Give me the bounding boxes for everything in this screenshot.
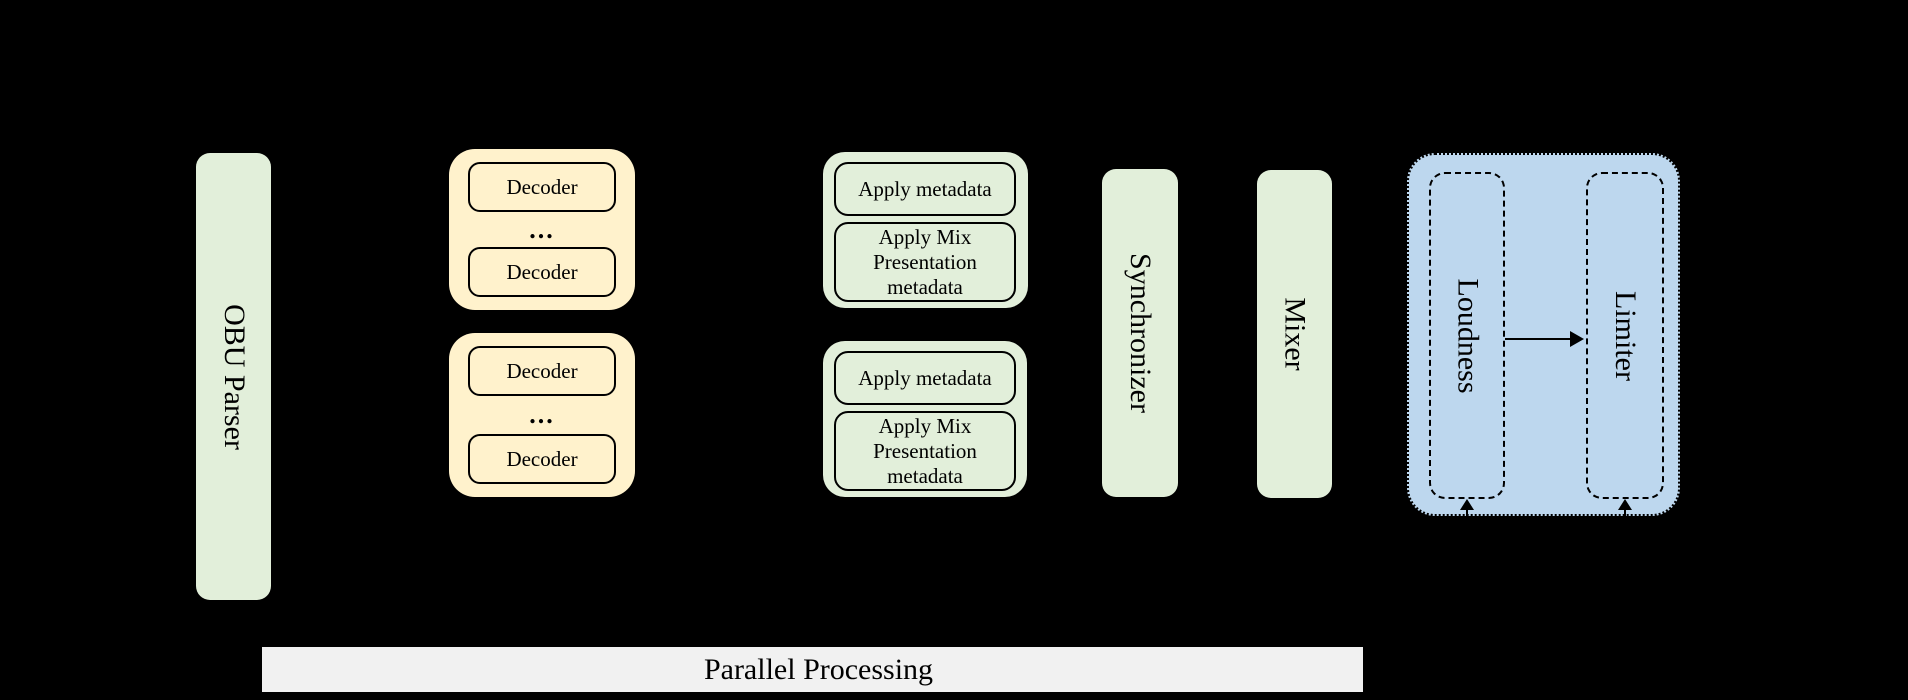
limiter-label: Limiter	[1609, 290, 1643, 381]
apply-mix-presentation-box: Apply Mix Presentation metadata	[834, 222, 1016, 302]
mixer-label: Mixer	[1278, 297, 1312, 371]
input-arrowhead-loudness-icon	[1460, 499, 1474, 510]
input-arrowhead-limiter-icon	[1618, 499, 1632, 510]
apply-mix-presentation-box: Apply Mix Presentation metadata	[834, 411, 1016, 491]
apply-metadata-box: Apply metadata	[834, 162, 1016, 216]
parallel-processing-strip: Parallel Processing	[262, 647, 1363, 692]
apply-metadata-box: Apply metadata	[834, 351, 1016, 405]
metadata-group-2: Apply metadata Apply Mix Presentation me…	[823, 341, 1027, 497]
obu-parser-box: OBU Parser	[196, 153, 271, 600]
metadata-group-1: Apply metadata Apply Mix Presentation me…	[823, 152, 1028, 308]
post-processing-container: Loudness Limiter	[1407, 153, 1680, 520]
parallel-processing-label: Parallel Processing	[703, 652, 934, 686]
input-arrow-loudness	[1466, 507, 1468, 520]
loudness-to-limiter-arrowhead-icon	[1570, 331, 1584, 347]
synchronizer-box: Synchronizer	[1102, 169, 1178, 497]
decoder-group-1: Decoder ... Decoder	[449, 149, 635, 310]
ellipsis: ...	[529, 214, 555, 244]
loudness-box: Loudness	[1429, 172, 1505, 499]
loudness-to-limiter-arrow	[1505, 338, 1571, 340]
obu-parser-label: OBU Parser	[217, 303, 251, 450]
ellipsis: ...	[529, 400, 555, 429]
input-arrow-limiter	[1624, 507, 1626, 520]
mixer-box: Mixer	[1257, 170, 1332, 498]
decoder-group-2: Decoder ... Decoder	[449, 333, 635, 497]
loudness-label: Loudness	[1451, 278, 1484, 393]
decoder-box: Decoder	[468, 247, 616, 297]
decoder-box: Decoder	[468, 434, 616, 484]
limiter-box: Limiter	[1586, 172, 1664, 499]
decoder-box: Decoder	[468, 162, 616, 212]
synchronizer-label: Synchronizer	[1124, 253, 1158, 413]
decoder-box: Decoder	[468, 346, 616, 396]
